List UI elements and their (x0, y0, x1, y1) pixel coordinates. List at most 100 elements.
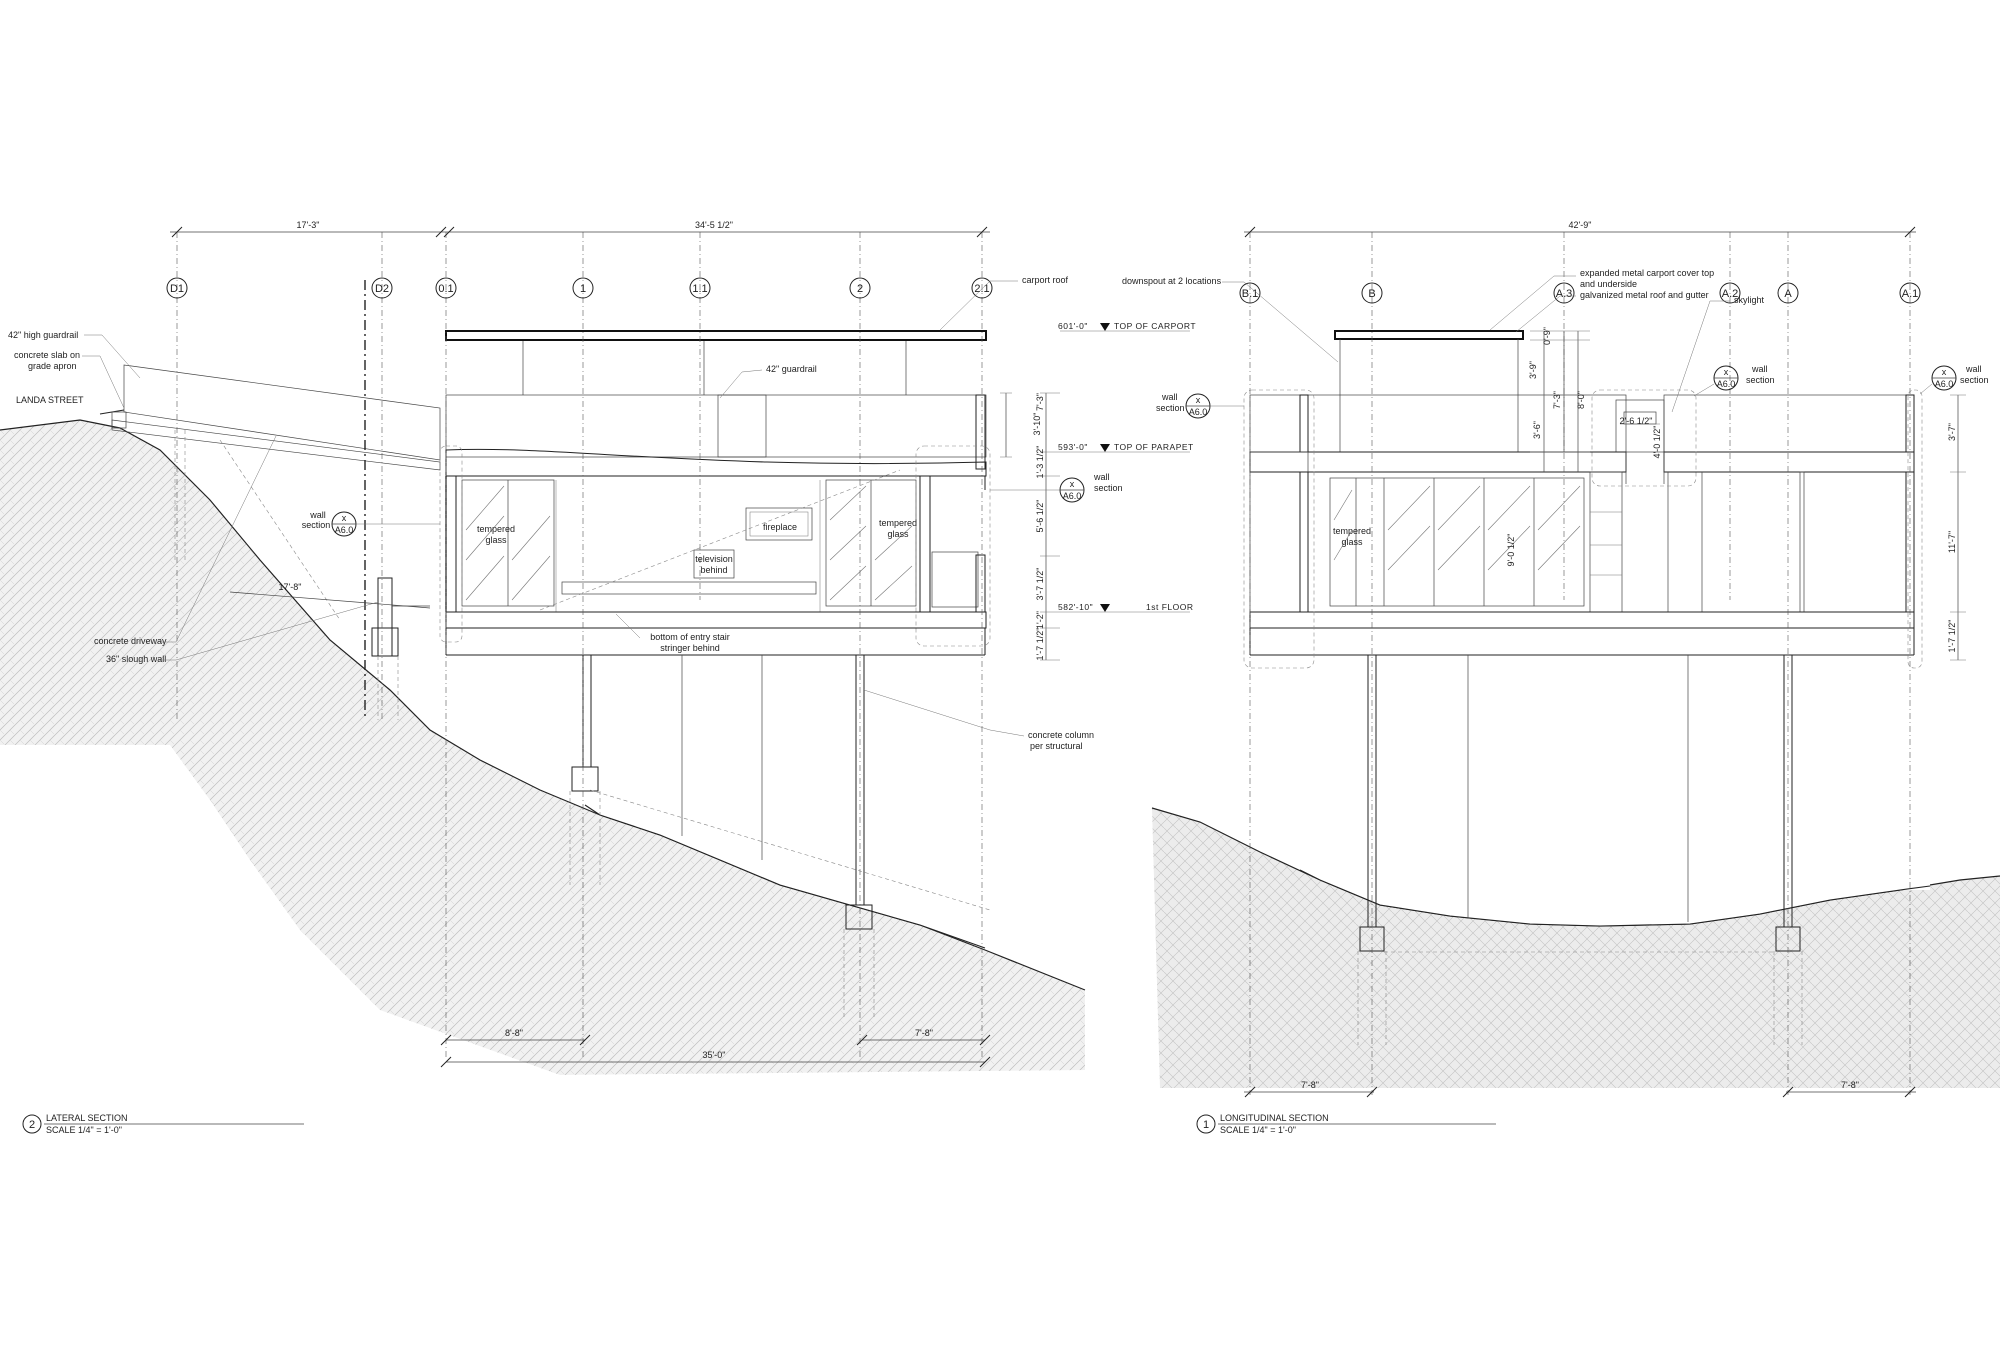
level-parapet-label: TOP OF PARAPET (1114, 442, 1194, 452)
lateral-notes: 42" high guardrail concrete slab on grad… (8, 275, 1123, 751)
longitudinal-title-block: 1 LONGITUDINAL SECTION SCALE 1/4" = 1'-0… (1196, 1113, 1496, 1135)
grid-label: 0.1 (438, 283, 453, 295)
note-expanded-1: expanded metal carport cover top (1580, 268, 1714, 278)
grid-label: A.3 (1556, 288, 1573, 300)
note-tempered-left: tempered (477, 524, 515, 534)
note-42-guardrail: 42" guardrail (766, 364, 817, 374)
longitudinal-glass (1329, 477, 1585, 607)
note-tempered: tempered (1333, 526, 1371, 536)
note-glass-left: glass (485, 535, 507, 545)
grid-bubble-1-1: 1.1 (689, 277, 711, 299)
longitudinal-section: B.1 B A.3 A.2 A A.1 (1122, 220, 2000, 1135)
dim-v3: 1'-3 1/2" (1035, 446, 1045, 479)
note-glass: glass (1341, 537, 1363, 547)
note-column-2: per structural (1030, 741, 1083, 751)
note-carport-roof: carport roof (1022, 275, 1069, 285)
grid-bubble-2: 2 (849, 277, 871, 299)
grid-bubble-a-2: A.2 (1719, 282, 1741, 304)
title-name: LONGITUDINAL SECTION (1220, 1113, 1329, 1123)
longitudinal-notes: downspout at 2 locations expanded metal … (1122, 268, 1989, 547)
note-downspout: downspout at 2 locations (1122, 276, 1222, 286)
dim-bottom-right: 7'-8" (1841, 1080, 1859, 1090)
grid-bubble-d2: D2 (371, 277, 393, 299)
dim-slope: 17'-8" (279, 582, 302, 592)
title-number: 1 (1203, 1119, 1209, 1131)
lateral-house (439, 330, 991, 1020)
level-floor-label: 1st FLOOR (1146, 602, 1193, 612)
section-callout-left: x A6.0 (331, 511, 357, 537)
slough-wall (174, 430, 430, 720)
callout-x: x (1942, 367, 1947, 377)
grid-bubble-b: B (1361, 282, 1383, 304)
note-expanded-2: and underside (1580, 279, 1637, 289)
callout-x: x (1196, 395, 1201, 405)
callout-x: x (1724, 367, 1729, 377)
note-slough-wall: 36" slough wall (106, 654, 166, 664)
section-callout-long-mid: x A6.0 (1713, 365, 1739, 391)
dim-v-a: 0'-9" (1542, 327, 1552, 345)
level-parapet-elev: 593'-0" (1058, 442, 1088, 452)
dim-v-b: 3'-9" (1528, 361, 1538, 379)
grid-label: D2 (375, 283, 389, 295)
grid-label: A.2 (1722, 288, 1739, 300)
section-callout-long-right: x A6.0 (1931, 365, 1957, 391)
note-fireplace: fireplace (763, 522, 797, 532)
note-slab-2: grade apron (28, 361, 77, 371)
grid-bubble-a-3: A.3 (1553, 282, 1575, 304)
dim-top-main: 34'-5 1/2" (695, 220, 733, 230)
title-name: LATERAL SECTION (46, 1113, 128, 1123)
dim-top-main: 42'-9" (1569, 220, 1592, 230)
level-floor-elev: 582'-10" (1058, 602, 1093, 612)
grid-bubble-b-1: B.1 (1239, 282, 1261, 304)
longitudinal-grid: B.1 B A.3 A.2 A A.1 (1239, 232, 1921, 1095)
grid-bubble-a-1: A.1 (1899, 282, 1921, 304)
dim-bottom-right: 7'-8" (915, 1028, 933, 1038)
lateral-underhouse (585, 660, 985, 948)
dim-bottom-left: 8'-8" (505, 1028, 523, 1038)
note-section-mid: section (1746, 375, 1775, 385)
grid-bubble-d1: D1 (166, 277, 188, 299)
dim-v-c: 8'-0" (1576, 391, 1586, 409)
note-television: television (695, 554, 733, 564)
note-tempered-right: tempered (879, 518, 917, 528)
callout-sheet: A6.0 (1717, 379, 1736, 389)
dim-bottom-total: 35'-0" (703, 1050, 726, 1060)
grid-label: 2 (857, 283, 863, 295)
note-stair-1: bottom of entry stair (650, 632, 730, 642)
dim-v2: 3'-10" (1032, 413, 1042, 436)
dim-r3: 1'-7 1/2" (1947, 620, 1957, 653)
note-behind: behind (700, 565, 727, 575)
callout-sheet: A6.0 (335, 525, 354, 535)
dim-v1: 7'-3" (1035, 393, 1045, 411)
lateral-title-block: 2 LATERAL SECTION SCALE 1/4" = 1'-0" (22, 1113, 304, 1135)
dim-bottom-left: 7'-8" (1301, 1080, 1319, 1090)
dim-v7: 1'-7 1/2" (1035, 628, 1045, 661)
note-wall: wall (309, 510, 326, 520)
section-callout-right: x A6.0 (1059, 477, 1085, 503)
grid-label: A (1784, 288, 1792, 300)
grid-bubble-1: 1 (572, 277, 594, 299)
lateral-levels: 601'-0" TOP OF CARPORT 593'-0" TOP OF PA… (1058, 321, 1196, 613)
note-skylight: skylight (1734, 295, 1765, 305)
dim-v5: 3'-7 1/2" (1035, 568, 1045, 601)
level-carport-label: TOP OF CARPORT (1114, 321, 1196, 331)
title-scale: SCALE 1/4" = 1'-0" (46, 1125, 122, 1135)
section-callout-long-left: x A6.0 (1185, 393, 1211, 419)
dim-v-d: 7'-3" (1552, 391, 1562, 409)
callout-sheet: A6.0 (1935, 379, 1954, 389)
dim-top-left: 17'-3" (297, 220, 320, 230)
title-number: 2 (29, 1119, 35, 1131)
note-column-1: concrete column (1028, 730, 1094, 740)
note-section: section (302, 520, 331, 530)
dim-v-f: 4'-0 1/2" (1652, 426, 1662, 459)
grid-label: B (1368, 288, 1375, 300)
dim-r2: 11'-7" (1947, 531, 1957, 553)
callout-x: x (1070, 479, 1075, 489)
note-wall-right: wall (1093, 472, 1110, 482)
level-carport-elev: 601'-0" (1058, 321, 1088, 331)
note-wall-left: wall (1161, 392, 1178, 402)
dim-v6: 1'-2" (1035, 611, 1045, 629)
longitudinal-dimensions: 42'-9" 0'-9" 3'-9" 8'-0" 7'-3" 3'-6" 4'-… (1244, 220, 1966, 1098)
callout-sheet: A6.0 (1063, 491, 1082, 501)
